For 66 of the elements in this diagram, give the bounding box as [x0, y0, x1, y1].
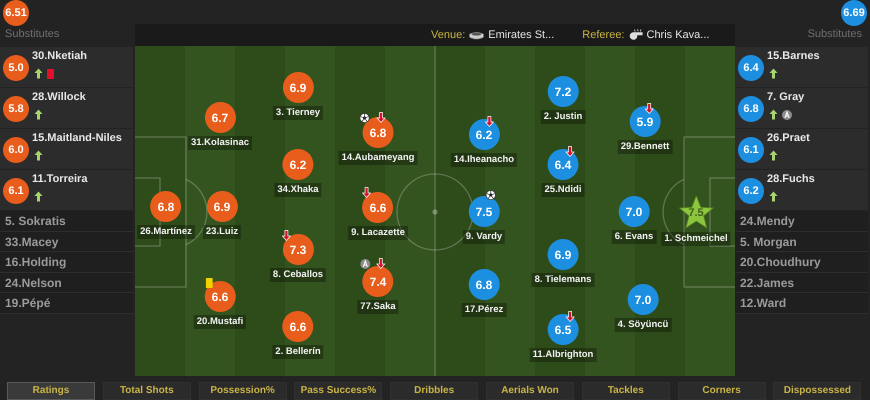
player-rating: 5.8 — [3, 96, 29, 122]
player-rating: 7.5 — [688, 207, 704, 220]
player-name: 2. Bellerín — [272, 345, 324, 359]
player-name: 24.Nelson — [5, 276, 62, 290]
tab: Pass Success% — [294, 382, 382, 400]
team-rating: 6.51 — [3, 0, 29, 26]
player-name: 28.Fuchs — [767, 173, 815, 186]
player-name: 31.Kolasinac — [188, 136, 252, 150]
player-name: 28.Willock — [32, 91, 86, 104]
player-name: 8. Ceballos — [270, 268, 326, 282]
player-rating: 6.1 — [3, 178, 29, 204]
player-name: 2. Justin — [540, 110, 586, 124]
player-name: 22.James — [740, 276, 794, 290]
player-rating: 6.4 — [738, 55, 764, 81]
tab: Ratings — [7, 382, 95, 400]
player-name: 6. Evans — [612, 230, 656, 244]
player-name: 9. Lacazette — [348, 226, 408, 240]
field-value: Chris Kava... — [646, 28, 710, 42]
tab: Tackles — [582, 382, 670, 400]
player-name: 12.Ward — [740, 296, 786, 310]
player-name: 5. Morgan — [740, 234, 797, 248]
player-name: 11.Torreira — [32, 173, 88, 186]
team-rating: 6.69 — [841, 0, 867, 26]
player-name: 20.Mustafi — [194, 315, 246, 329]
tab: Total Shots — [102, 382, 191, 400]
player-name: 34.Xhaka — [274, 183, 322, 197]
player-name: 15.Barnes — [767, 50, 820, 63]
player-name: 24.Mendy — [740, 214, 795, 228]
player-name: 29.Bennett — [618, 140, 672, 154]
player-name: 77.Saka — [357, 300, 399, 314]
player-name: 8. Tielemans — [532, 273, 594, 287]
tab: Possession% — [198, 382, 287, 400]
player-name: 9. Vardy — [462, 230, 506, 244]
tab: Dispossessed — [773, 382, 862, 400]
player-name: 26.Martínez — [137, 225, 195, 239]
player-rating: 6.8 — [738, 96, 764, 122]
player-name: 33.Macey — [5, 234, 58, 248]
player-name: 16.Holding — [5, 255, 66, 269]
player-name: 30.Nketiah — [32, 50, 88, 63]
player-name: 11.Albrighton — [530, 348, 596, 362]
player-name: 25.Ndidi — [542, 183, 584, 197]
player-name: 1. Schmeichel — [661, 232, 731, 246]
field-label: Referee: — [582, 28, 624, 42]
section-heading: Substitutes — [808, 28, 862, 41]
player-name: 3. Tierney — [272, 106, 324, 120]
player-rating: 6.0 — [3, 137, 29, 163]
player-name: 14.Aubameyang — [338, 151, 418, 165]
tab: Corners — [678, 382, 766, 400]
field-value: Emirates St... — [488, 28, 554, 42]
player-name: 19.Pépé — [5, 296, 50, 310]
player-name: 26.Praet — [767, 132, 810, 145]
field-label: Venue: — [431, 28, 466, 42]
player-name: 20.Choudhury — [740, 255, 821, 269]
player-name: 17.Pérez — [462, 303, 506, 317]
player-name: 5. Sokratis — [5, 214, 66, 228]
player-name: 7. Gray — [767, 91, 804, 104]
player-name: 15.Maitland-Niles — [32, 132, 122, 145]
tab: Aerials Won — [486, 382, 574, 400]
tab: Dribbles — [390, 382, 478, 400]
player-name: 23.Luiz — [202, 225, 242, 239]
player-name: 4. Söyüncü — [614, 318, 672, 332]
player-rating: 5.0 — [3, 55, 29, 81]
section-heading: Substitutes — [5, 28, 60, 41]
player-name: 14.Iheanacho — [450, 153, 518, 167]
player-rating: 6.1 — [738, 137, 764, 163]
player-rating: 6.2 — [738, 178, 764, 204]
